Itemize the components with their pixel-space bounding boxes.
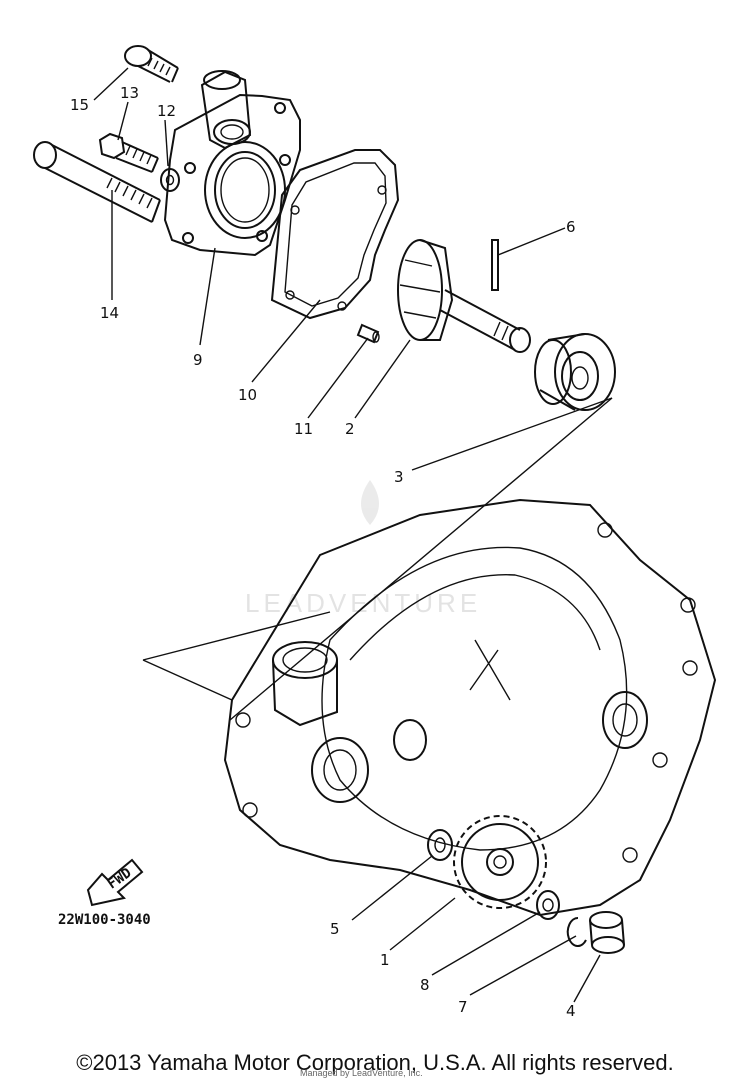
callout-15: 15 xyxy=(70,96,89,114)
fwd-arrow: FWD xyxy=(86,858,144,907)
part-6-pin xyxy=(491,239,499,291)
part-7-circlip xyxy=(566,916,587,947)
part-11-dowel-pin xyxy=(356,323,380,344)
callout-13: 13 xyxy=(120,84,139,102)
part-12-washer xyxy=(160,168,180,192)
callout-2: 2 xyxy=(345,420,355,438)
callout-5: 5 xyxy=(330,920,340,938)
part-14-long-bolt xyxy=(33,141,161,223)
fwd-label: FWD xyxy=(105,865,135,893)
leader-lines xyxy=(93,67,613,1003)
callout-11: 11 xyxy=(294,420,313,438)
part-1-gear xyxy=(453,815,547,909)
copyright-text: ©2013 Yamaha Motor Corporation, U.S.A. A… xyxy=(76,1050,674,1075)
callout-14: 14 xyxy=(100,304,119,322)
callout-10: 10 xyxy=(238,386,257,404)
callout-9: 9 xyxy=(193,351,203,369)
callout-8: 8 xyxy=(420,976,430,994)
watermark: LEADVENTURE xyxy=(245,480,481,618)
small-credit-text: Managed by LeadVenture, Inc. xyxy=(300,1068,423,1078)
part-2-impeller-shaft xyxy=(397,239,531,353)
callout-4: 4 xyxy=(566,1002,576,1020)
part-4-collar xyxy=(589,911,625,954)
part-code: 22W100-3040 xyxy=(58,912,151,928)
crankcase-cover xyxy=(223,498,717,917)
callout-1: 1 xyxy=(380,951,390,969)
part-3-bearing xyxy=(534,333,616,411)
part-9-pump-housing xyxy=(163,70,301,257)
part-13-bolt xyxy=(98,132,159,173)
assembly-reference-line xyxy=(142,397,613,721)
part-8-washer xyxy=(536,890,560,920)
callout-12: 12 xyxy=(157,102,176,120)
callout-7: 7 xyxy=(458,998,468,1016)
exploded-parts-diagram: LEADVENTURE xyxy=(33,45,717,1020)
callouts: 15 13 12 14 9 10 11 2 6 3 5 1 8 7 4 xyxy=(70,84,576,1020)
part-5-washer xyxy=(427,829,453,861)
callout-6: 6 xyxy=(566,218,576,236)
watermark-text: LEADVENTURE xyxy=(245,588,481,618)
part-15-bolt xyxy=(124,45,179,83)
callout-3: 3 xyxy=(394,468,404,486)
part-10-gasket xyxy=(270,149,400,320)
